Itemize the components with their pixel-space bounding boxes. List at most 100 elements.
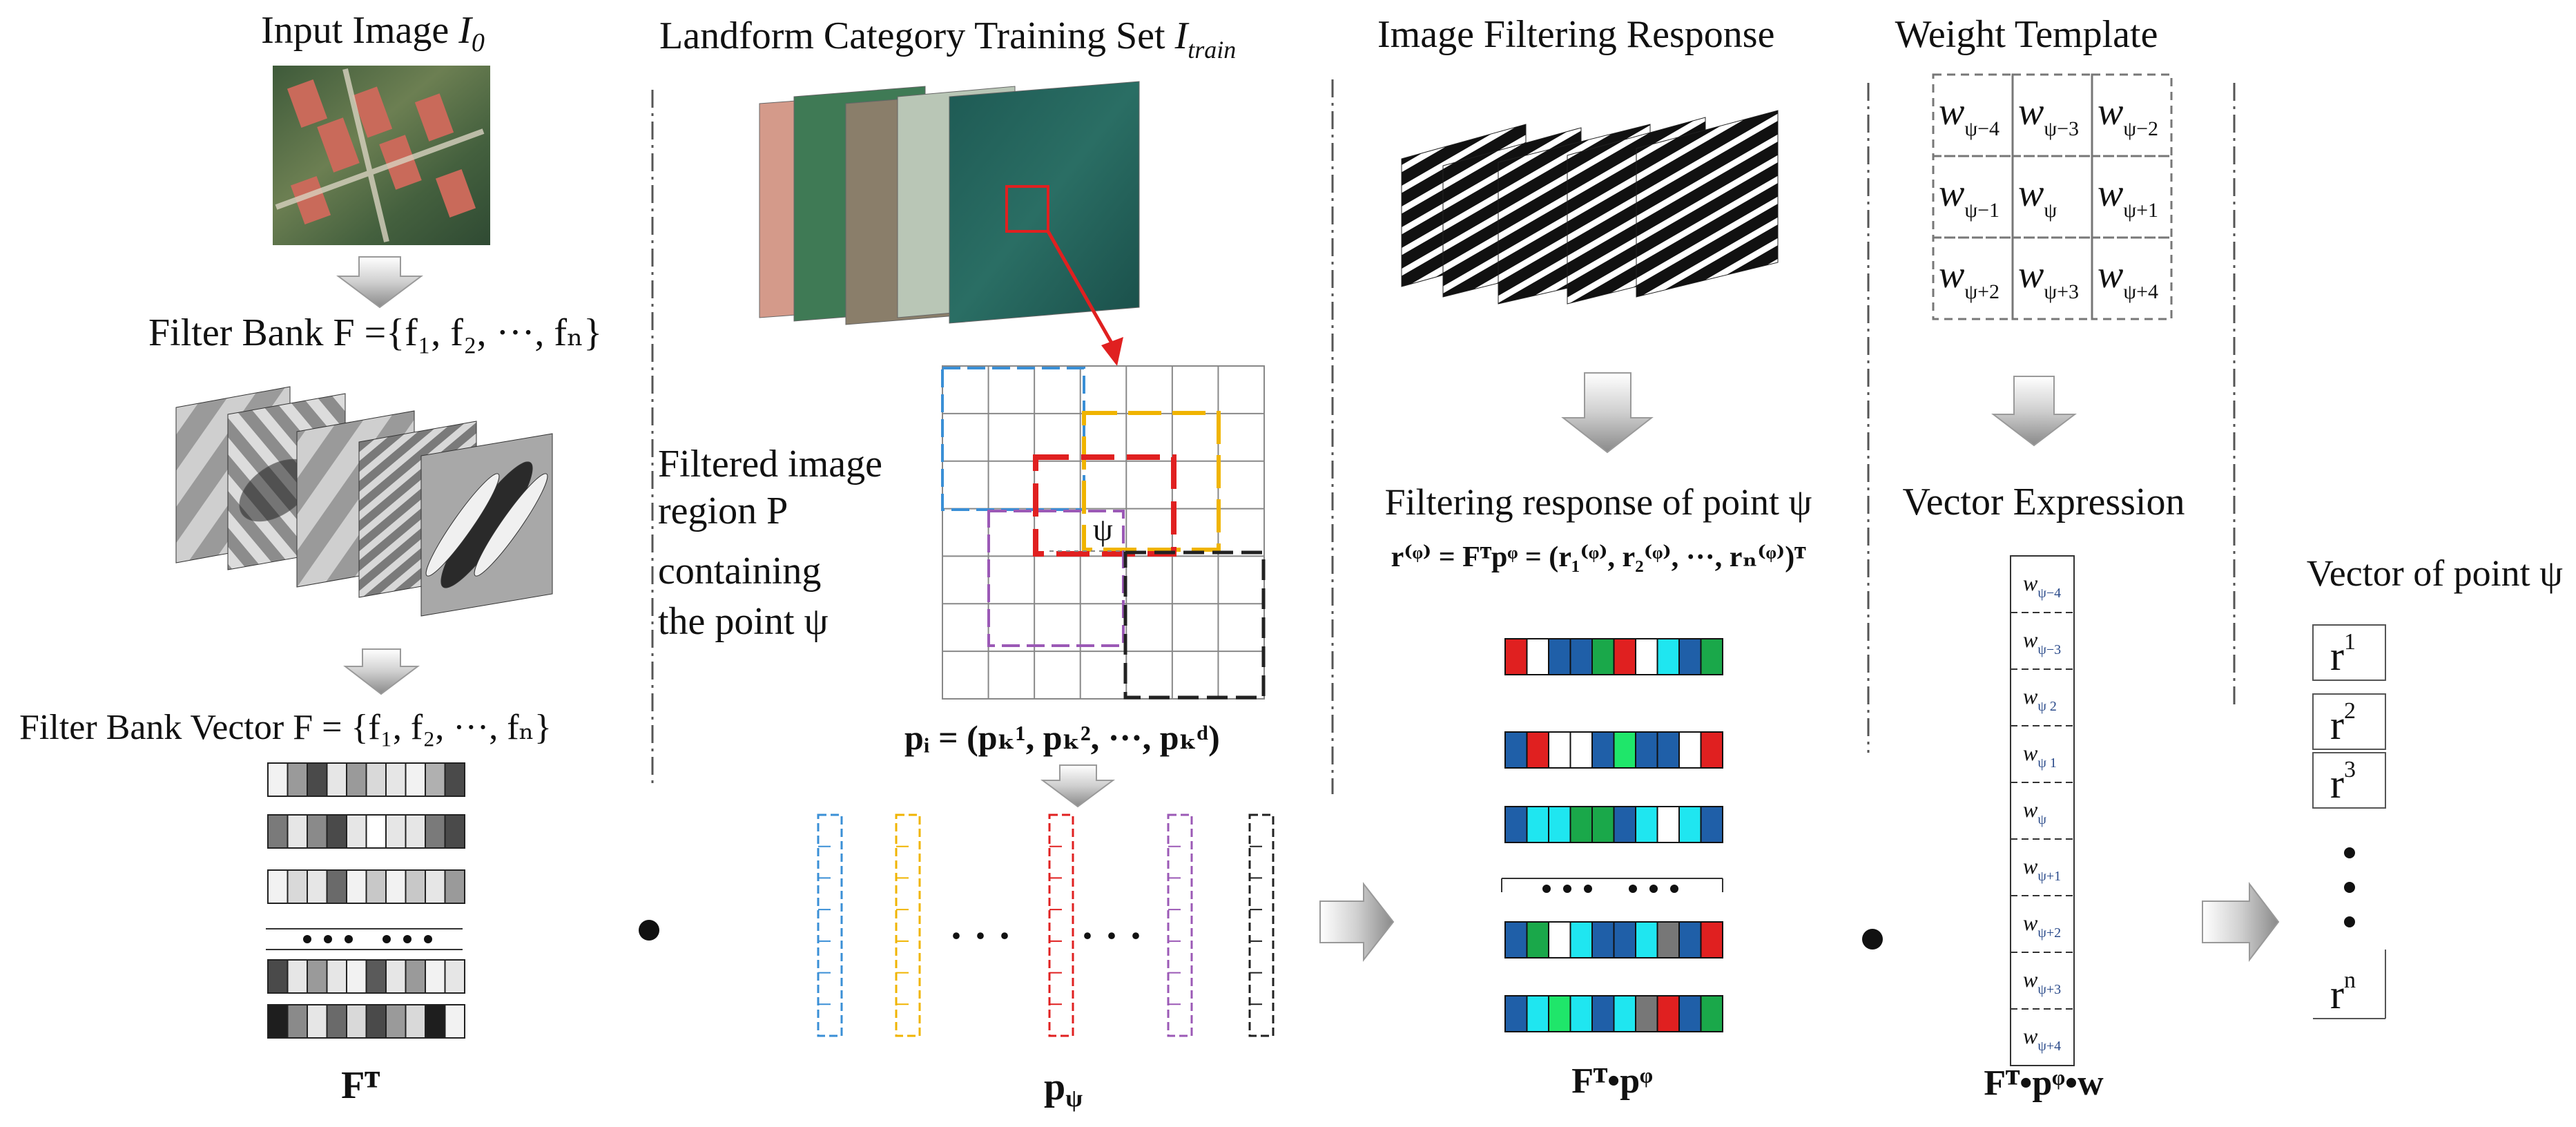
region-blue — [941, 367, 1085, 511]
response-cell — [1569, 731, 1593, 769]
weight-template-title: Weight Template — [1895, 13, 2158, 56]
region-black — [1123, 550, 1266, 700]
training-patch-marker — [1005, 185, 1049, 233]
filter-bank-vector-label: Filter Bank Vector F = {f₁, f₂, ···, fₙ} — [19, 708, 552, 747]
gray-cell — [365, 959, 387, 994]
gray-cell — [267, 814, 289, 849]
weight-cell-label: wψ−3 — [2018, 90, 2079, 140]
ellipsis-1: · · · — [949, 913, 1011, 959]
weight-vector-label: wψ 2 — [2023, 684, 2057, 714]
weight-cell-label: wψ+3 — [2018, 253, 2079, 303]
response-title: Filtering response of point ψ — [1385, 481, 1812, 523]
gray-cell — [267, 959, 289, 994]
response-cell — [1504, 921, 1528, 959]
response-cell — [1656, 921, 1680, 959]
column-dividers — [651, 79, 2236, 794]
response-cell — [1569, 806, 1593, 843]
gray-cell — [405, 762, 426, 797]
psi-point-label: ψ — [1093, 512, 1113, 547]
response-cell — [1700, 806, 1723, 843]
response-cell — [1613, 638, 1636, 675]
region-yellow — [1082, 411, 1221, 552]
weight-cell-label: wψ−4 — [1939, 90, 1999, 140]
weight-vector-label: wψ 1 — [2023, 740, 2057, 771]
response-cell — [1591, 921, 1615, 959]
response-cell — [1526, 806, 1549, 843]
response-cell — [1504, 731, 1528, 769]
gray-cell — [287, 1004, 308, 1039]
response-cell — [1548, 731, 1571, 769]
weight-cell-label: wψ−1 — [1939, 172, 1999, 222]
region-description: Filtered image region P containing the p… — [658, 443, 882, 643]
training-set-title: Landform Category Training Set Itrain — [659, 15, 1236, 64]
r-cell — [2312, 752, 2386, 809]
gray-cell — [307, 762, 328, 797]
response-cell — [1635, 638, 1658, 675]
gray-cell — [287, 869, 308, 904]
gray-cell — [326, 814, 347, 849]
gray-cell — [425, 959, 446, 994]
arrow-down-1 — [336, 256, 423, 309]
r-dot-2 — [2344, 882, 2355, 893]
response-cell — [1591, 806, 1615, 843]
arrow-down-4 — [1561, 372, 1654, 454]
response-cell — [1656, 995, 1680, 1032]
multiply-dot-2 — [1862, 929, 1883, 950]
response-cell — [1504, 638, 1528, 675]
response-cell — [1504, 806, 1528, 843]
gray-cell — [307, 869, 328, 904]
gray-cell — [326, 869, 347, 904]
response-cell — [1678, 731, 1702, 769]
response-cell — [1635, 731, 1658, 769]
red-arrow — [1046, 230, 1115, 347]
region-purple — [987, 510, 1125, 647]
weight-cell — [2011, 236, 2093, 320]
weight-cell — [1932, 236, 2014, 320]
r-cell-label: rn — [2330, 967, 2356, 1017]
input-aerial-image — [273, 66, 490, 245]
weight-vector-label: wψ+4 — [2023, 1023, 2061, 1054]
p-psi-label: pψ — [1044, 1066, 1083, 1112]
filter-bank-label: Filter Bank F ={f₁, f₂, ···, fₙ} — [148, 311, 602, 354]
weight-vector-label: wψ — [2023, 797, 2046, 827]
gray-cell — [287, 814, 308, 849]
p-vector — [1167, 813, 1193, 1037]
weight-cell-label: wψ+2 — [1939, 253, 1999, 303]
gray-cell — [326, 762, 347, 797]
column-filtering-response: Image Filtering Response Filtering respo… — [1377, 13, 1812, 1101]
gray-cell — [287, 959, 308, 994]
ft-p-psi-w-label: Fᵀ•pᵠ•w — [1984, 1063, 2104, 1103]
weight-cell-label: wψ+1 — [2098, 172, 2158, 222]
response-cell — [1678, 995, 1702, 1032]
weight-vector-label: wψ−3 — [2023, 627, 2061, 657]
response-cell — [1656, 638, 1680, 675]
response-cell — [1526, 921, 1549, 959]
gray-rows-ellipsis — [266, 928, 463, 950]
gray-cell — [425, 762, 446, 797]
response-cell — [1526, 638, 1549, 675]
region-line-2: region P — [658, 490, 788, 532]
r-dot-3 — [2344, 916, 2355, 927]
weight-cell-label: wψ — [2018, 172, 2057, 222]
gray-cell — [365, 814, 387, 849]
p-vector — [1248, 813, 1275, 1037]
response-cell — [1678, 638, 1702, 675]
vector-expression-title: Vector Expression — [1902, 481, 2185, 523]
region-red — [1033, 454, 1176, 557]
response-cell — [1635, 921, 1658, 959]
gray-cell — [425, 814, 446, 849]
column-training-set: Landform Category Training Set Itrain ψ … — [658, 15, 1275, 1112]
ellipsis-2: · · · — [1081, 913, 1143, 959]
response-cell — [1548, 995, 1571, 1032]
gray-cell — [444, 1004, 465, 1039]
response-cell — [1635, 995, 1658, 1032]
gray-cell — [267, 869, 289, 904]
arrow-right-1 — [1319, 882, 1395, 962]
arrow-down-5 — [1991, 376, 2077, 447]
input-image-title: Input Image I0 — [261, 9, 485, 57]
region-line-1: Filtered image — [658, 443, 882, 485]
